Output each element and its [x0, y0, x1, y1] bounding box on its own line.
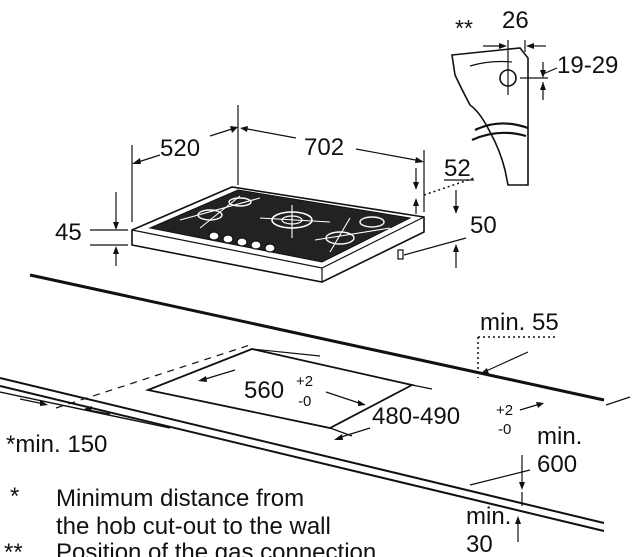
min-150-label: *min. 150 — [6, 431, 107, 458]
dim-560-tol-minus: -0 — [298, 393, 311, 410]
note-1-line-2: the hob cut-out to the wall — [56, 513, 331, 540]
min-600-label-1: min. — [537, 423, 582, 450]
gas-connection-detail — [451, 40, 558, 186]
dim-520-label: 520 — [160, 135, 200, 162]
dim-50-label: 50 — [470, 212, 497, 239]
dim-480-490-label: 480-490 — [372, 403, 460, 430]
dim-26-label: 26 — [502, 7, 529, 34]
note-2-line-1: Position of the gas connection — [56, 539, 376, 557]
gas-connector-icon — [397, 249, 404, 260]
dim-560-tol-plus: +2 — [296, 373, 313, 390]
note-2-marker: ** — [4, 539, 23, 557]
dim-52-label: 52 — [444, 155, 471, 182]
note-1-marker: * — [10, 483, 19, 510]
gas-connection-marker: ** — [455, 15, 473, 41]
note-1-line-1: Minimum distance from — [56, 485, 304, 512]
dim-45-label: 45 — [55, 219, 82, 246]
min-30-label-1: min. — [466, 503, 511, 530]
min-55-label: min. 55 — [480, 309, 559, 336]
dim-480-tol-minus: -0 — [498, 421, 511, 438]
dim-480-tol-plus: +2 — [496, 402, 513, 419]
dim-560-label: 560 — [244, 377, 284, 404]
hob-drawing — [131, 186, 425, 283]
control-knobs — [208, 231, 276, 253]
min-30-label-2: 30 — [466, 531, 493, 557]
dim-702-label: 702 — [304, 134, 344, 161]
dim-19-29-label: 19-29 — [557, 52, 618, 79]
worktop-drawing — [0, 273, 631, 542]
min-600-label-2: 600 — [537, 451, 577, 478]
hob-dimension-lines — [90, 105, 475, 268]
